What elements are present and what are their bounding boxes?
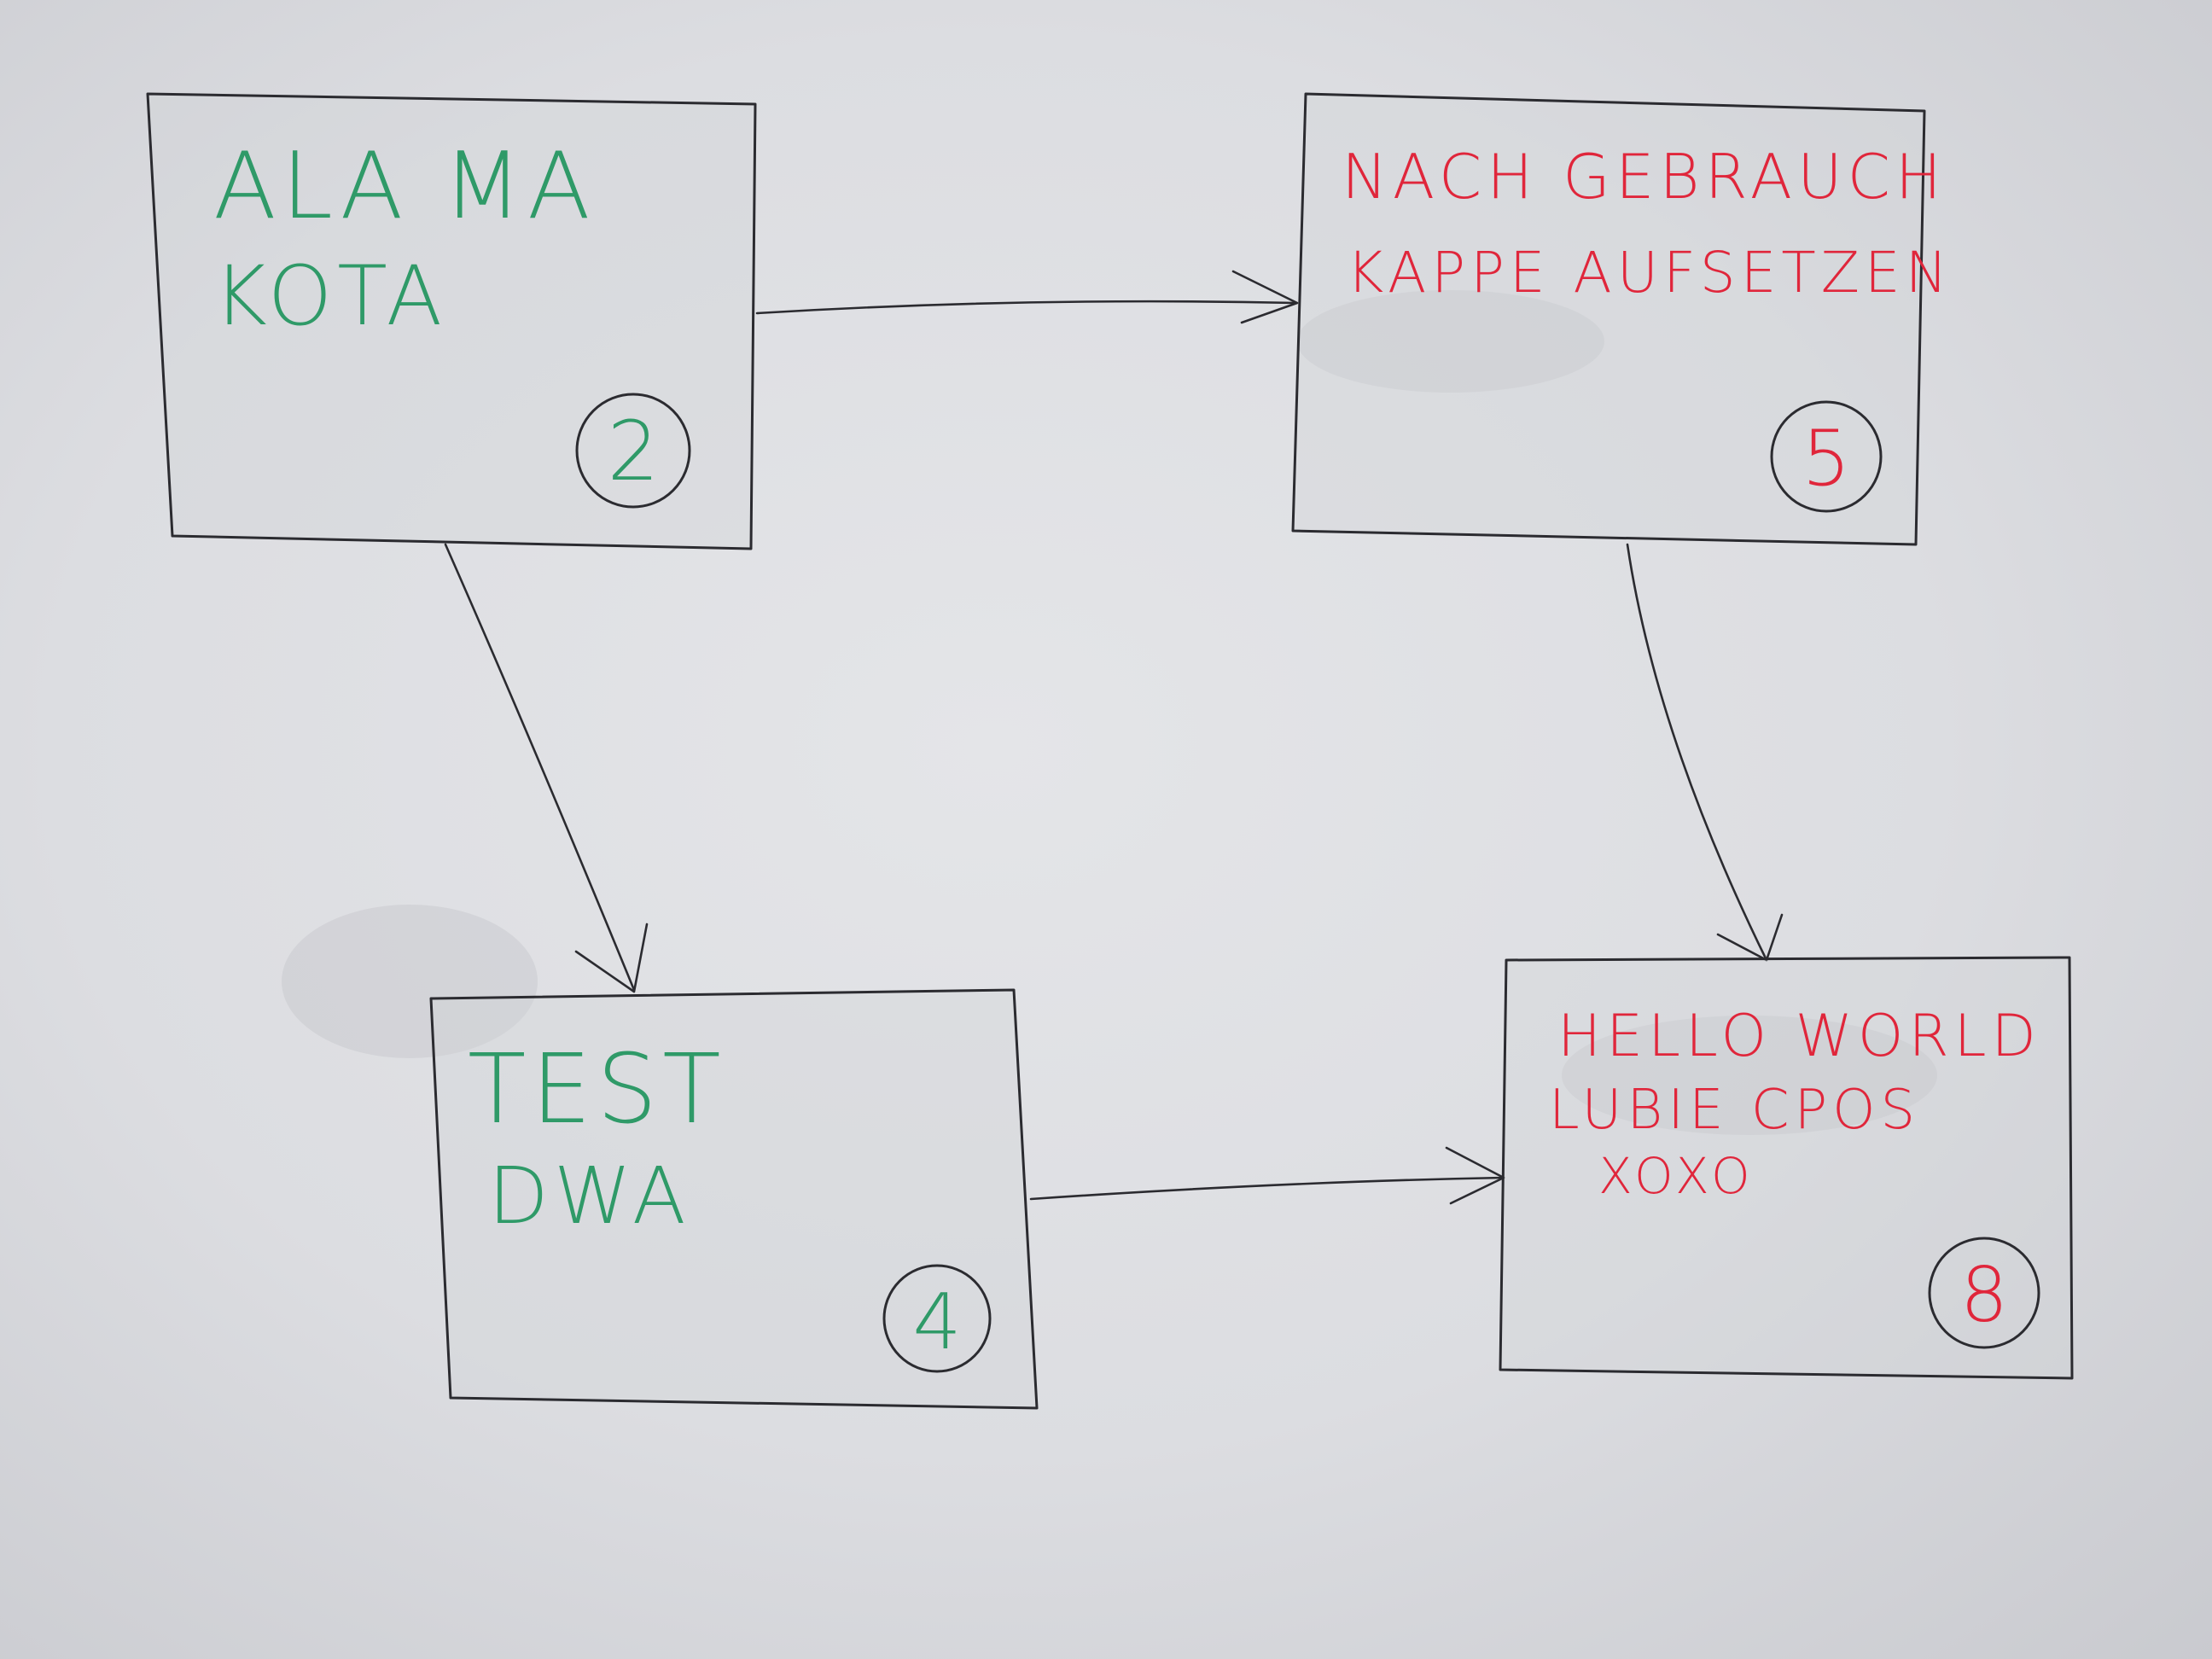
arrow-head (1716, 913, 1784, 962)
node-4: TEST DWA 4 (429, 988, 1039, 1410)
edge-5-to-8 (1626, 543, 1784, 962)
node-8-number-circle (1928, 1237, 2040, 1349)
edge-4-to-8 (1029, 1146, 1505, 1205)
node-5-line1: NACH GEBRAUCH (1342, 141, 1947, 212)
node-8-line2: LUBIE CPOS (1549, 1079, 1920, 1142)
eraser-smudge (282, 905, 538, 1058)
node-4-line2: DWA (488, 1150, 691, 1242)
node-5-number: 5 (1802, 414, 1850, 504)
node-2-line1: ALA MA (213, 133, 596, 240)
edge-2-to-4 (444, 543, 649, 993)
node-box (1499, 956, 2074, 1380)
eraser-smudge (1562, 1016, 1937, 1135)
node-8-line1: HELLO WORLD (1557, 1003, 2041, 1070)
node-4-line1: TEST (468, 1034, 726, 1145)
arrow-line (444, 543, 636, 992)
node-8-line3: XOXO (1598, 1147, 1755, 1205)
node-2-number: 2 (607, 404, 659, 499)
edge-2-to-5 (755, 270, 1299, 324)
arrow-line (1626, 543, 1768, 962)
node-2-number-circle (575, 393, 691, 509)
arrow-line (1029, 1176, 1505, 1201)
node-8: HELLO WORLD LUBIE CPOS XOXO 8 (1499, 956, 2074, 1380)
node-8-number: 8 (1960, 1251, 2008, 1339)
eraser-smudge (1297, 290, 1604, 393)
node-5-line2: KAPPE AUFSETZEN (1347, 240, 1953, 306)
node-4-number-circle (882, 1264, 992, 1373)
node-2-line2: KOTA (213, 248, 447, 344)
arrow-line (755, 300, 1297, 315)
arrow-head (1445, 1146, 1505, 1205)
node-box (146, 92, 757, 550)
node-5-number-circle (1770, 400, 1883, 513)
node-2: ALA MA KOTA 2 (146, 92, 757, 550)
node-4-number: 4 (912, 1278, 961, 1367)
arrow-head (574, 923, 649, 993)
node-5: NACH GEBRAUCH KAPPE AUFSETZEN 5 (1291, 92, 1953, 546)
node-box (1291, 92, 1926, 546)
arrow-head (1231, 270, 1299, 324)
